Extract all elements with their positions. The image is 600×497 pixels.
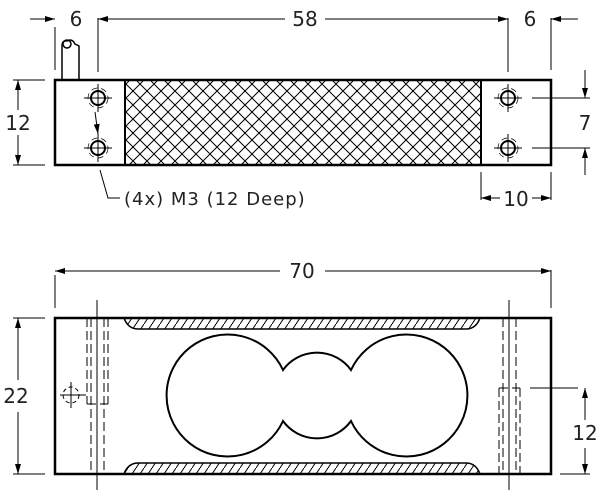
dim-hole-spacing: 7 (579, 111, 592, 135)
side-body (53, 316, 553, 476)
top-view: 6 58 6 12 7 10 (4x) M3 (12 Deep) (5, 7, 591, 211)
cable-entry-icon (60, 382, 86, 408)
dim-hole-depth: 12 (572, 421, 597, 445)
hole-note: (4x) M3 (12 Deep) (124, 189, 306, 210)
cable (61, 39, 80, 80)
hole-icon (84, 134, 112, 162)
dim-hole-offset: 10 (503, 187, 528, 211)
dim-height: 12 (5, 111, 30, 135)
dim-overall-length: 70 (289, 259, 314, 283)
gauge-cover-crosshatch (124, 79, 482, 166)
bottom-flexure-hatch (122, 462, 482, 475)
hole-icon (84, 84, 112, 112)
top-flexure-hatch (122, 317, 482, 330)
side-view: 70 22 12 (3, 259, 598, 490)
binocular-cutout (165, 333, 469, 458)
dim-right-cap: 6 (524, 7, 537, 31)
hole-icon (494, 84, 522, 112)
dim-center-length: 58 (292, 7, 317, 31)
dim-left-cap: 6 (70, 7, 83, 31)
dim-overall-height: 22 (3, 384, 28, 408)
mounting-holes (84, 84, 522, 162)
hole-icon (494, 134, 522, 162)
